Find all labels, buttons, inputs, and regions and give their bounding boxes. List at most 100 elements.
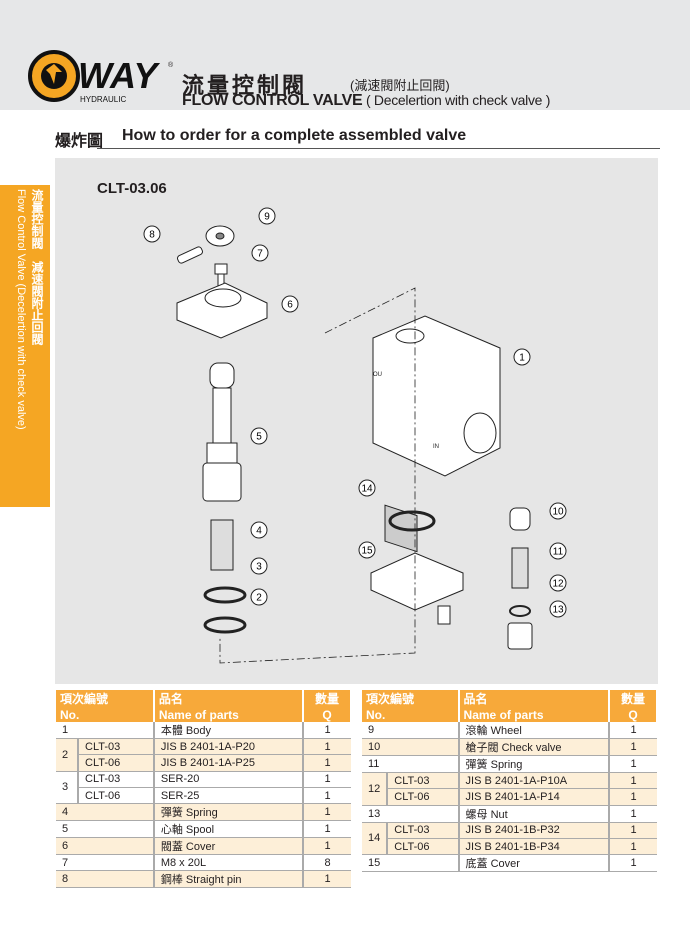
part-name: JIS B 2401-1B-P34: [457, 838, 609, 856]
title-chinese-sub: (減速閥附止回閥): [350, 78, 450, 93]
callout-number: 1: [519, 353, 525, 364]
part-quantity: 1: [302, 820, 351, 839]
part-name: 螺母 Nut: [457, 805, 609, 823]
part-number: 14: [362, 822, 388, 856]
part-name: 滾輪 Wheel: [457, 722, 609, 739]
callout-number: 3: [256, 562, 262, 573]
col-name-en: Name of parts: [458, 707, 611, 722]
part-name: 鋼棒 Straight pin: [152, 870, 303, 889]
col-name-en: Name of parts: [153, 707, 305, 722]
part-name: JIS B 2401-1B-P32: [457, 822, 609, 839]
title-chinese: 流量控制閥: [182, 73, 308, 98]
part-quantity: 1: [302, 754, 351, 772]
part-quantity: 1: [608, 772, 657, 790]
callout-number: 7: [257, 249, 263, 260]
callout-circle: [250, 521, 268, 539]
part-name: SER-25: [152, 787, 303, 805]
part-number: 15: [362, 854, 459, 873]
col-no-en: No.: [362, 707, 460, 722]
model-label: CLT-03.06: [97, 180, 167, 197]
title-english-main: FLOW CONTROL VALVE: [182, 92, 363, 109]
side-tab-zh: 流量控制閥 減速閥附止回閥: [30, 189, 44, 345]
model-variant: CLT-06: [386, 838, 459, 856]
part-quantity: 1: [302, 738, 351, 756]
part-number: 7: [56, 854, 154, 872]
part-name: 彈簧 Spring: [152, 803, 303, 822]
part-quantity: 1: [302, 771, 351, 788]
part-number: 10: [362, 738, 459, 756]
callout-circle: [549, 574, 567, 592]
col-q-zh: 數量: [303, 690, 352, 707]
part-quantity: 1: [608, 755, 657, 773]
callout-circle: [358, 541, 376, 559]
callout-circle: [258, 207, 276, 225]
part-quantity: 8: [302, 854, 351, 872]
callout-number: 6: [287, 300, 293, 311]
callout-number: 2: [256, 593, 262, 604]
exploded-diagram: CLT-03.06: [55, 158, 658, 684]
part-quantity: 1: [608, 738, 657, 756]
header-band: [0, 0, 690, 110]
callout-circle: [281, 295, 299, 313]
part-number: 5: [56, 820, 154, 839]
callout-circle: [513, 348, 531, 366]
col-no-zh: 項次編號: [362, 690, 460, 707]
part-quantity: 1: [608, 722, 657, 739]
model-variant: CLT-03: [386, 822, 459, 839]
callout-circle: [358, 479, 376, 497]
part-quantity: 1: [302, 722, 351, 739]
part-number: 3: [56, 771, 78, 805]
part-quantity: 1: [608, 822, 657, 839]
part-quantity: 1: [608, 805, 657, 823]
model-variant: CLT-06: [77, 787, 154, 805]
callout-number: 11: [553, 547, 564, 558]
part-number: 11: [362, 755, 459, 773]
part-number: 13: [362, 805, 459, 823]
part-name: 心軸 Spool: [152, 820, 303, 839]
part-quantity: 1: [302, 837, 351, 856]
model-variant: CLT-06: [77, 754, 154, 772]
part-name: JIS B 2401-1A-P14: [457, 788, 609, 806]
logo-subtext: HYDRAULIC: [80, 95, 126, 104]
part-number: 12: [362, 772, 388, 806]
callout-number: 13: [552, 605, 564, 616]
callout-circle: [549, 600, 567, 618]
part-name: SER-20: [152, 771, 303, 788]
part-name: 底蓋 Cover: [457, 854, 609, 873]
registered-mark: ®: [168, 62, 174, 69]
side-tab-en: Flow Control Valve (Decelertion with che…: [15, 189, 27, 430]
callout-number: 15: [361, 546, 373, 557]
part-number: 1: [56, 722, 154, 739]
callout-circle: [250, 557, 268, 575]
section-title-chinese: 爆炸圖: [55, 133, 104, 150]
col-no-zh: 項次編號: [56, 690, 155, 707]
logo-text: WAY: [78, 55, 160, 96]
part-name: M8 x 20L: [152, 854, 303, 872]
col-q-en: Q: [303, 707, 352, 722]
callout-circle: [143, 225, 161, 243]
part-quantity: 1: [302, 870, 351, 889]
part-name: 槍子閥 Check valve: [457, 738, 609, 756]
callout-circle: [251, 244, 269, 262]
oway-logo: WAY HYDRAULIC: [28, 50, 160, 104]
col-name-zh: 品名: [153, 690, 305, 707]
callout-number: 8: [149, 230, 155, 241]
part-name: 彈簧 Spring: [457, 755, 609, 773]
col-q-zh: 數量: [609, 690, 658, 707]
col-name-zh: 品名: [458, 690, 611, 707]
part-quantity: 1: [302, 803, 351, 822]
